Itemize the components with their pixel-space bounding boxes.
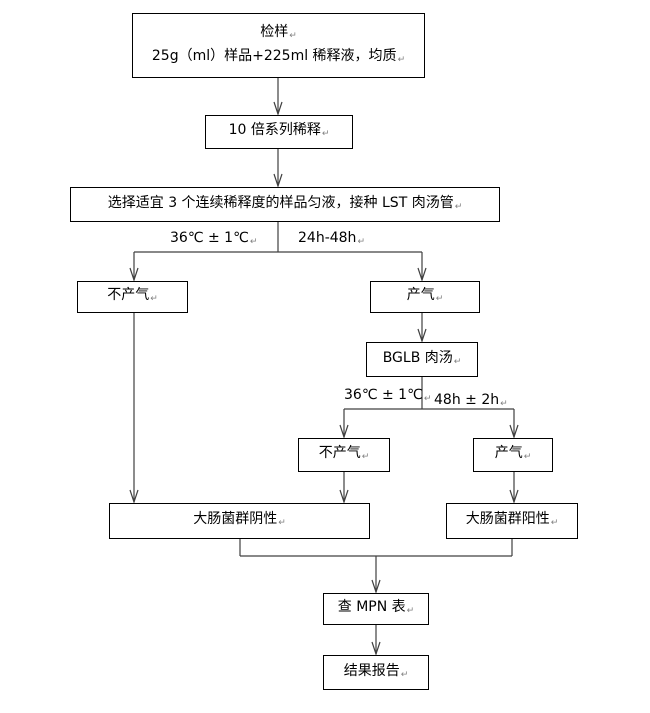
coliform-positive-label: 大肠菌群阳性 [465,511,550,527]
no-gas-box-1: 不产气↵ [77,281,188,313]
inoculate-label: 选择适宜 3 个连续稀释度的样品匀液，接种 LST 肉汤管 [107,194,454,211]
bglb-label: BGLB 肉汤 [382,349,453,366]
gas-label-2: 产气 [494,445,523,461]
sample-box: 检样↵ 25g（ml）样品+225ml 稀释液，均质↵ [132,13,425,78]
dilution-label: 10 倍系列稀释 [228,122,321,138]
result-report-label: 结果报告 [343,662,400,679]
sample-title: 检样↵ [260,23,297,41]
no-gas-label-2: 不产气 [318,445,361,461]
lst-time-label: 24h-48h↵ [298,230,365,247]
paragraph-mark-icon: ↵ [278,518,286,528]
inoculate-box: 选择适宜 3 个连续稀释度的样品匀液，接种 LST 肉汤管↵ [70,187,500,222]
paragraph-mark-icon: ↵ [357,237,365,247]
paragraph-mark-icon: ↵ [523,452,532,462]
sample-description: 25g（ml）样品+225ml 稀释液，均质↵ [151,47,406,65]
gas-label-1: 产气 [406,287,435,303]
paragraph-mark-icon: ↵ [361,452,370,462]
paragraph-mark-icon: ↵ [400,669,409,680]
mpn-table-box: 查 MPN 表↵ [323,593,429,625]
lst-temperature-label: 36℃ ± 1℃↵ [170,230,258,247]
paragraph-mark-icon: ↵ [406,606,415,616]
paragraph-mark-icon: ↵ [249,237,258,247]
no-gas-label-1: 不产气 [107,287,150,303]
gas-box-1: 产气↵ [370,281,480,313]
bglb-box: BGLB 肉汤↵ [366,342,478,377]
paragraph-mark-icon: ↵ [289,30,297,41]
paragraph-mark-icon: ↵ [423,394,432,404]
bglb-temperature-label: 36℃ ± 1℃↵ [344,387,432,404]
paragraph-mark-icon: ↵ [435,294,444,304]
paragraph-mark-icon: ↵ [500,399,508,409]
bglb-time-label: 48h ± 2h↵ [434,392,508,409]
paragraph-mark-icon: ↵ [150,294,158,304]
paragraph-mark-icon: ↵ [397,54,406,65]
paragraph-mark-icon: ↵ [321,129,330,139]
dilution-box: 10 倍系列稀释↵ [205,115,353,149]
paragraph-mark-icon: ↵ [550,518,559,528]
mpn-table-label: 查 MPN 表 [337,599,406,615]
result-report-box: 结果报告↵ [323,655,429,690]
paragraph-mark-icon: ↵ [454,201,463,212]
gas-box-2: 产气↵ [473,438,553,472]
coliform-negative-label: 大肠菌群阴性 [193,511,278,527]
paragraph-mark-icon: ↵ [453,356,462,367]
coliform-negative-box: 大肠菌群阴性↵ [109,503,370,539]
coliform-positive-box: 大肠菌群阳性↵ [446,503,578,539]
no-gas-box-2: 不产气↵ [298,438,390,472]
